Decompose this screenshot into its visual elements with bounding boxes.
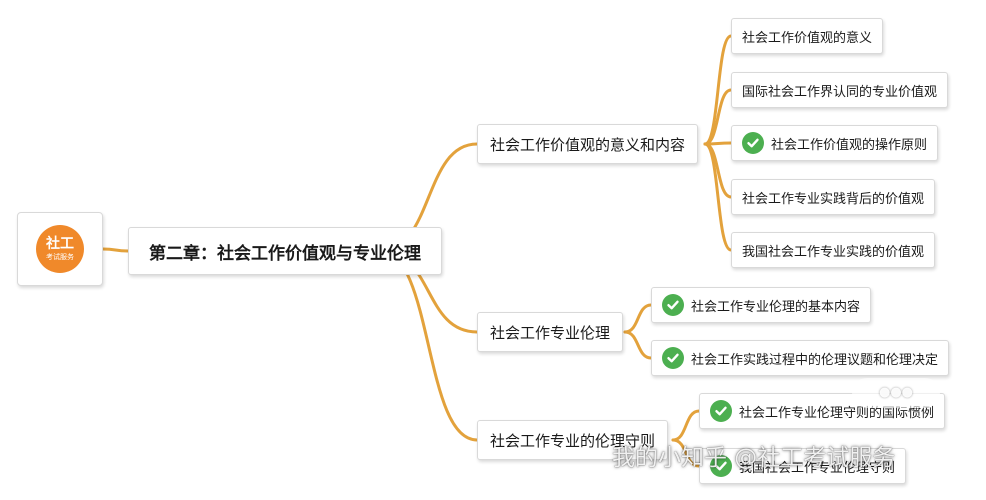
check-icon	[662, 294, 684, 316]
leaf-label: 社会工作价值观的操作原则	[771, 137, 928, 153]
check-icon	[710, 400, 732, 422]
branch-values-meaning-content[interactable]: 社会工作价值观的意义和内容	[477, 124, 699, 164]
branch-label: 社会工作专业伦理	[490, 323, 611, 342]
leaf-label: 我国社会工作专业实践的价值观	[742, 244, 925, 260]
check-icon	[662, 347, 684, 369]
link-b1-leaf-1	[623, 330, 653, 360]
main-topic-node[interactable]: 第二章：社会工作价值观与专业伦理	[128, 227, 442, 275]
link-main-branch-2	[378, 249, 479, 442]
check-icon	[710, 455, 732, 477]
branch-label: 社会工作价值观的意义和内容	[490, 135, 686, 154]
corner-badge-icon: ●●●	[878, 385, 914, 400]
leaf-label: 我国社会工作专业伦理守则	[739, 460, 896, 476]
root-logo-node[interactable]: 社工 考试服务	[17, 212, 103, 286]
link-b1-leaf-0	[623, 303, 653, 334]
link-root-main	[101, 247, 130, 253]
leaf-international-values[interactable]: 国际社会工作界认同的专业价值观	[731, 72, 949, 108]
corner-watermark-badge: ●●●	[852, 378, 940, 408]
leaf-label: 社会工作专业实践背后的价值观	[742, 191, 925, 207]
branch-label: 社会工作专业的伦理守则	[490, 431, 656, 450]
branch-professional-ethics[interactable]: 社会工作专业伦理	[477, 312, 624, 352]
zhihu-watermark: 我的小知乎 @社工考试服务	[612, 445, 896, 471]
leaf-values-meaning[interactable]: 社会工作价值观的意义	[731, 18, 884, 54]
leaf-label: 社会工作价值观的意义	[742, 30, 873, 46]
link-b2-leaf-0	[671, 409, 701, 442]
leaf-label: 社会工作专业伦理的基本内容	[691, 299, 861, 315]
link-b2-leaf-1	[671, 438, 701, 468]
social-work-logo: 社工 考试服务	[36, 225, 84, 273]
leaf-ethics-code-china[interactable]: 我国社会工作专业伦理守则	[699, 448, 907, 484]
leaf-label: 国际社会工作界认同的专业价值观	[742, 84, 938, 100]
check-icon	[742, 132, 764, 154]
link-b0-leaf-4	[703, 142, 733, 252]
leaf-values-operating-principles[interactable]: 社会工作价值观的操作原则	[731, 125, 939, 161]
main-topic-label: 第二章：社会工作价值观与专业伦理	[149, 243, 421, 264]
leaf-ethics-basic-content[interactable]: 社会工作专业伦理的基本内容	[651, 287, 872, 323]
leaf-label: 社会工作专业伦理守则的国际惯例	[739, 405, 935, 421]
branch-ethics-code[interactable]: 社会工作专业的伦理守则	[477, 420, 669, 460]
leaf-label: 社会工作实践过程中的伦理议题和伦理决定	[691, 352, 939, 368]
leaf-ethical-issues-decisions[interactable]: 社会工作实践过程中的伦理议题和伦理决定	[651, 340, 950, 376]
leaf-values-behind-practice[interactable]: 社会工作专业实践背后的价值观	[731, 179, 936, 215]
leaf-china-practice-values[interactable]: 我国社会工作专业实践的价值观	[731, 232, 936, 268]
